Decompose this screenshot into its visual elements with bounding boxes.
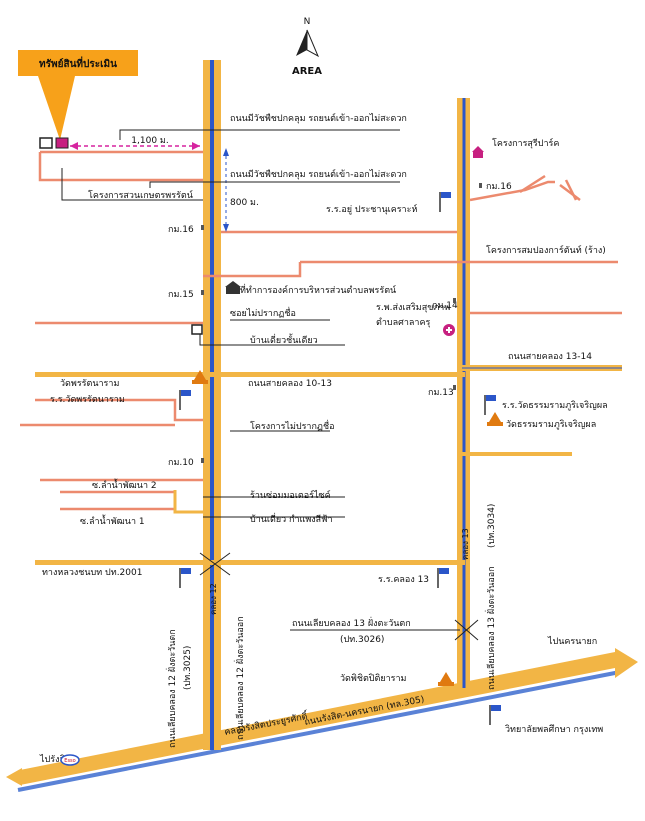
to-nakhon-nayok: ไปนครนายก (547, 636, 597, 647)
place-motorcycle-shop: ร้านซ่อมมอเตอร์ไซค์ (250, 489, 331, 501)
road-canal13-west: ถนนเลียบคลอง 13 ฝั่งตะวันตก (292, 616, 411, 629)
km10-west: กม.10 (168, 458, 194, 468)
subject-label: ทรัพย์สินที่ประเมิน (39, 56, 117, 70)
place-project-unnamed: โครงการไม่ปรากฏชื่อ (250, 419, 335, 432)
km15-west: กม.15 (168, 290, 194, 300)
area-label: AREA (292, 66, 322, 77)
place-suan-kaset: โครงการสวนเกษตรพรรัตน์ (88, 189, 193, 201)
place-hospital-2: ตำบลศาลาครุ (376, 317, 430, 328)
km14-east: กม.14 (432, 301, 458, 311)
road-soi-unnamed: ซอยไม่ปรากฏชื่อ (230, 306, 296, 319)
road-rural: ทางหลวงชนบท ปท.2001 (42, 568, 142, 578)
road-bypass-out: ถนนมีวัชพืชปกคลุม รถยนต์เข้า-ออกไม่สะดวก (230, 168, 407, 180)
road-canal12-east: ถนนเลียบคลอง 12 ฝั่งตะวันออก (233, 616, 246, 740)
place-college: วิทยาลัยพลศึกษา กรุงเทพ (505, 724, 603, 735)
km-post-icons (201, 183, 482, 463)
road-canal13-west-code: (ปท.3026) (340, 635, 384, 645)
km16-east: กม.16 (486, 182, 512, 192)
canal-12-corridor (203, 60, 221, 750)
gas-station-icon: Esso (60, 754, 80, 766)
school-flag-icon (439, 192, 451, 212)
road-1314: ถนนสายคลอง 13-14 (508, 352, 592, 362)
place-school-khlong13: ร.ร.คลอง 13 (378, 575, 429, 585)
place-wat-chitpreeda: วัดพิชิตปิติยาราม (340, 673, 407, 684)
place-wat-thammaram: วัดธรรมรามภูริเจริญผล (506, 419, 596, 430)
temple-icon (438, 672, 454, 686)
soi-junction (173, 490, 203, 514)
hospital-icon (443, 324, 455, 336)
place-samphong: โครงการสมปองการ์ตันท์ (ร้าง) (486, 244, 606, 256)
road-soi-lamnam1: ซ.ลำน้ำพัฒนา 1 (80, 514, 145, 527)
house-icon (191, 324, 203, 335)
distance-south-label: 800 ม. (230, 198, 259, 208)
place-wat-pattana: วัดพรรัตนาราม (60, 379, 119, 389)
distance-arrows (70, 142, 229, 232)
residential-project-icon (472, 146, 484, 158)
main-roads (35, 365, 622, 565)
place-school-pattana: ร.ร.วัดพรรัตนาราม (50, 395, 125, 405)
school-flag-icon (489, 705, 501, 725)
place-school-thammaram: ร.ร.วัดธรรมรามภูริเจริญผล (502, 400, 608, 411)
place-tambon-office: ที่ทำการองค์การบริหารส่วนตำบลพรรัตน์ (240, 283, 396, 296)
to-rangsit: ไปรังสิต (39, 754, 71, 765)
canal-13-corridor (457, 98, 470, 688)
government-office-icon (225, 281, 241, 294)
school-flag-icon (179, 390, 191, 410)
place-sury-park: โครงการสุรีปาร์ค (492, 137, 559, 149)
road-canal13-east: ถนนเลียบคลอง 13 ฝั่งตะวันออก (484, 566, 497, 690)
minor-roads (20, 150, 622, 511)
school-flag-icon (179, 568, 191, 588)
bridge-marks (199, 552, 479, 641)
place-house-zinc: บ้านเดี่ยว กำแพงสีฟ้า (250, 512, 333, 525)
road-canal12-west: ถนนเลียบคลอง 12 ฝั่งตะวันตก (165, 629, 178, 748)
place-house-single: บ้านเดี่ยวชั้นเดียว (250, 333, 318, 346)
place-hospital: ร.พ.ส่งเสริมสุขภาพ (376, 302, 450, 313)
temple-icon (192, 370, 208, 384)
km13-east: กม.13 (428, 388, 454, 398)
temple-icon (487, 412, 503, 426)
canal12-label: คลอง 12 (209, 583, 218, 615)
subject-callout: ทรัพย์สินที่ประเมิน (18, 50, 138, 140)
distance-east-label: 1,100 ม. (131, 136, 168, 146)
school-flag-icon (437, 568, 449, 588)
road-canal12-west-code: (ปท.3025) (183, 646, 193, 690)
school-flag-icon (484, 395, 496, 415)
gas-station-label: Esso (64, 758, 75, 764)
road-canal13-east-code: (ปท.3034) (487, 504, 497, 548)
place-school-prachanukroh: ร.ร.อยู่ ประชานุเคราะห์ (326, 203, 417, 215)
road-bypass-in: ถนนมีวัชพืชปกคลุม รถยนต์เข้า-ออกไม่สะดวก (230, 112, 407, 124)
subject-property (39, 137, 69, 149)
road-soi-lamnam2: ซ.ลำน้ำพัฒนา 2 (92, 478, 157, 491)
compass-icon (296, 29, 320, 58)
canal13-label: คลอง 13 (461, 528, 470, 560)
highway-305 (6, 648, 638, 792)
compass-north: N (304, 17, 311, 27)
leader-lines (61, 129, 460, 631)
road-1013: ถนนสายคลอง 10-13 (248, 379, 332, 389)
km16-west: กม.16 (168, 225, 194, 235)
